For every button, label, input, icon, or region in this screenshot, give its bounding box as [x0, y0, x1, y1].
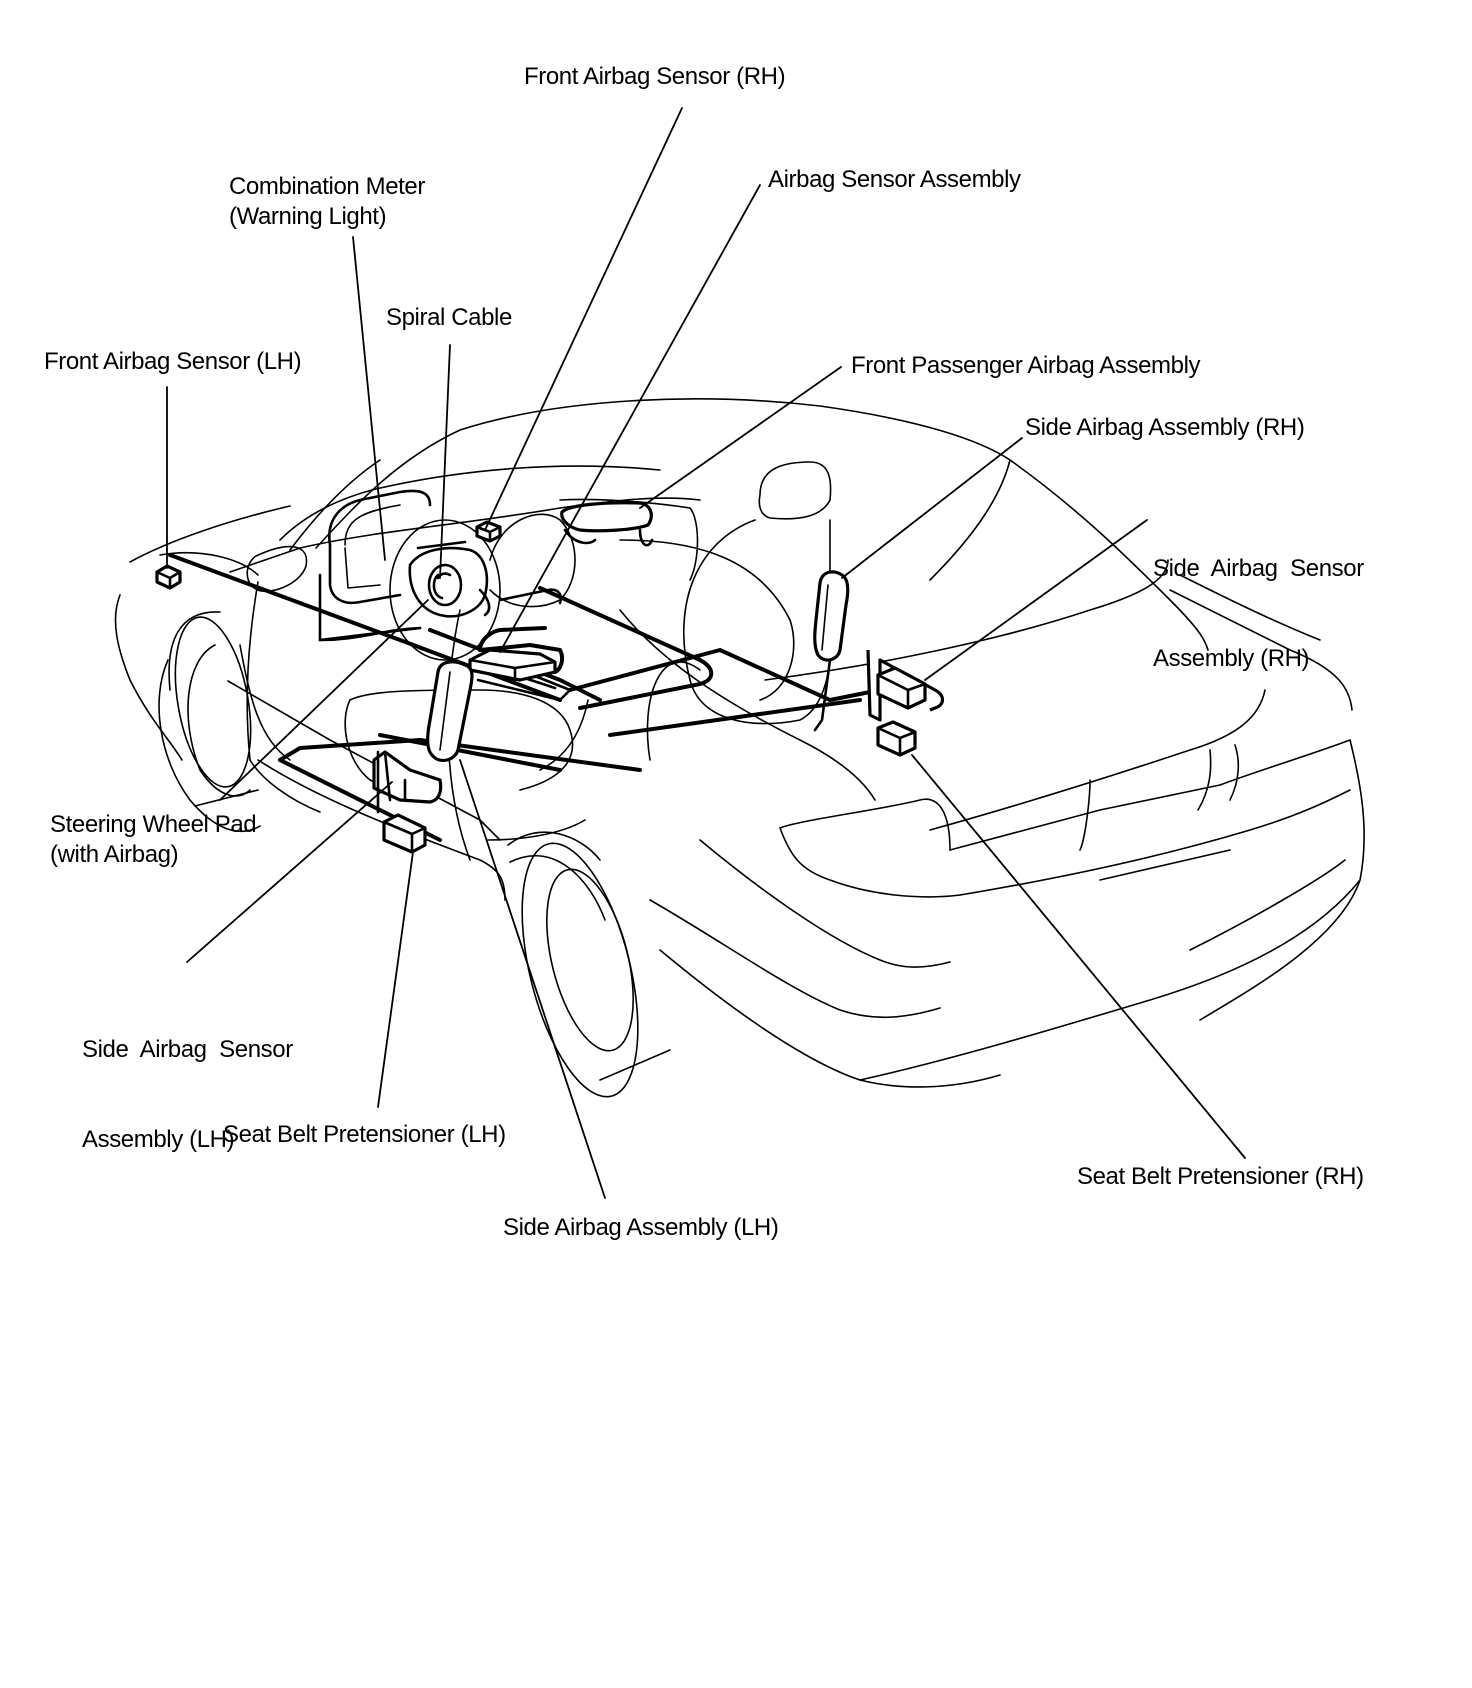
interior-outline — [168, 461, 882, 842]
label-front-airbag-sensor-rh: Front Airbag Sensor (RH) — [524, 62, 786, 92]
label-side-airbag-sensor-assembly-lh: Side Airbag Sensor Assembly (LH) — [82, 975, 293, 1185]
label-text-line2: Assembly (RH) — [1153, 645, 1310, 672]
label-spiral-cable: Spiral Cable — [386, 303, 512, 333]
front-airbag-sensor-lh-component — [155, 564, 182, 590]
label-text: Spiral Cable — [386, 304, 512, 331]
leader-combination-meter — [352, 236, 386, 561]
side-airbag-rh-component — [813, 570, 850, 732]
label-text: Front Passenger Airbag Assembly — [851, 352, 1201, 379]
leader-airbag-sensor-assembly — [499, 184, 761, 653]
leader-side-airbag-sensor-rh — [924, 519, 1148, 681]
seat-belt-pretensioner-lh-component — [382, 813, 427, 854]
leader-front-airbag-sensor-rh — [484, 107, 683, 531]
front-airbag-sensor-rh-component — [475, 520, 502, 543]
label-steering-wheel-pad: Steering Wheel Pad (with Airbag) — [50, 810, 257, 870]
leader-spiral-cable — [439, 344, 451, 579]
side-airbag-sensor-rh-component — [866, 649, 945, 722]
label-text: Side Airbag Assembly (RH) — [1025, 414, 1305, 441]
leader-seat-belt-pretensioner-lh — [377, 851, 414, 1108]
label-text-line1: Side Airbag Sensor — [82, 1036, 293, 1063]
side-airbag-sensor-lh-component — [372, 750, 443, 814]
label-side-airbag-sensor-assembly-rh: Side Airbag Sensor Assembly (RH) — [1153, 494, 1364, 704]
label-text-line1: Side Airbag Sensor — [1153, 555, 1364, 582]
leader-seat-belt-pretensioner-rh — [911, 754, 1246, 1159]
label-seat-belt-pretensioner-rh: Seat Belt Pretensioner (RH) — [1077, 1162, 1364, 1192]
label-side-airbag-assembly-lh: Side Airbag Assembly (LH) — [503, 1213, 779, 1243]
car-body-outline — [114, 398, 1365, 1098]
leader-lines — [166, 107, 1246, 1199]
label-text-line2: Assembly (LH) — [82, 1126, 235, 1153]
components — [155, 501, 945, 854]
label-side-airbag-assembly-rh: Side Airbag Assembly (RH) — [1025, 413, 1305, 443]
front-passenger-airbag-component — [560, 501, 654, 547]
label-text: Seat Belt Pretensioner (LH) — [223, 1121, 506, 1148]
label-front-passenger-airbag-assembly: Front Passenger Airbag Assembly — [851, 351, 1201, 381]
label-text-line1: Steering Wheel Pad — [50, 811, 257, 838]
seat-belt-pretensioner-rh-component — [876, 720, 917, 757]
leader-steering-wheel-pad — [219, 599, 429, 801]
label-text: Side Airbag Assembly (LH) — [503, 1214, 779, 1241]
leader-side-airbag-assembly-lh — [459, 759, 606, 1199]
label-combination-meter: Combination Meter (Warning Light) — [229, 172, 425, 232]
label-text: Airbag Sensor Assembly — [768, 166, 1021, 193]
leader-side-airbag-sensor-lh — [186, 781, 393, 963]
leader-front-passenger-airbag — [639, 366, 842, 509]
airbag-sensor-assembly-component — [468, 648, 557, 682]
label-text: Front Airbag Sensor (LH) — [44, 348, 302, 375]
label-text-line2: (with Airbag) — [50, 841, 179, 868]
label-airbag-sensor-assembly: Airbag Sensor Assembly — [768, 165, 1021, 195]
side-airbag-lh-component — [426, 660, 474, 763]
label-text-line2: (Warning Light) — [229, 203, 387, 230]
label-front-airbag-sensor-lh: Front Airbag Sensor (LH) — [44, 347, 302, 377]
leader-side-airbag-assembly-rh — [841, 437, 1023, 579]
label-text: Seat Belt Pretensioner (RH) — [1077, 1163, 1364, 1190]
label-text-line1: Combination Meter — [229, 173, 425, 200]
label-seat-belt-pretensioner-lh: Seat Belt Pretensioner (LH) — [223, 1120, 506, 1150]
label-text: Front Airbag Sensor (RH) — [524, 63, 786, 90]
